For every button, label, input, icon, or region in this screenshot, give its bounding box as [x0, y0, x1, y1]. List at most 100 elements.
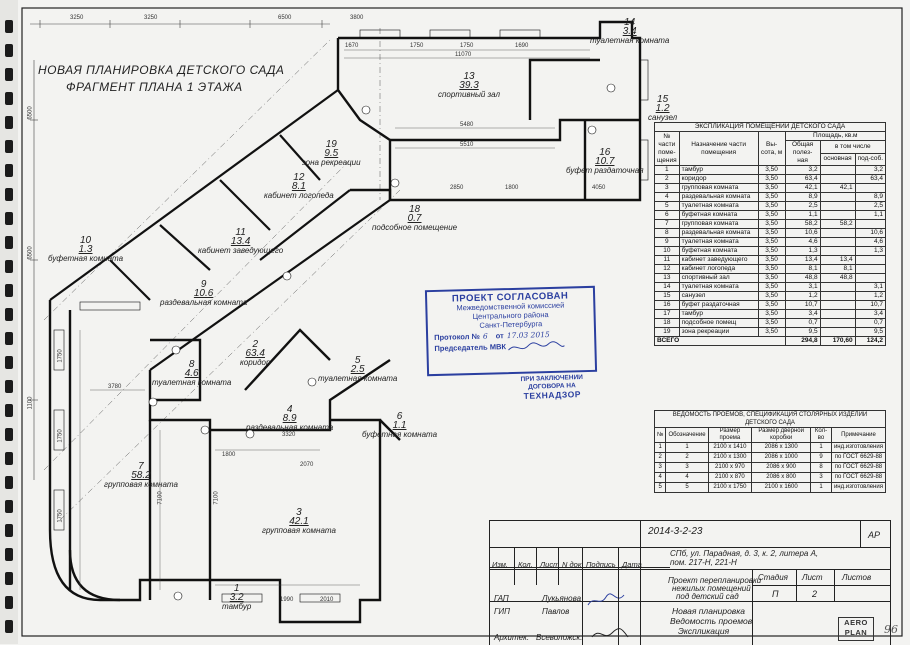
table-cell: 16: [654, 300, 680, 310]
stage-label: Стадия: [758, 573, 788, 582]
total-main: 170,60: [819, 336, 856, 346]
table-cell: 2100 х 970: [707, 462, 753, 473]
table-cell: [819, 300, 856, 310]
table-cell: 3,50: [757, 210, 786, 220]
project-line-1: Проект перепланировки: [668, 576, 762, 585]
table-cell: 2100 х 1600: [751, 482, 812, 493]
table-cell: 58,2: [784, 219, 821, 229]
dimension: 4050: [592, 185, 606, 191]
dimension: 1800: [222, 452, 236, 458]
table-cell: 3,1: [784, 282, 821, 292]
table-cell: [819, 318, 856, 328]
binding-hole: [5, 356, 13, 369]
col-izm: Изм.: [492, 560, 508, 569]
header-num: № части поме-щения: [654, 131, 680, 166]
table-cell: по ГОСТ 6629-88: [830, 452, 887, 463]
binding-hole: [5, 596, 13, 609]
table-cell: по ГОСТ 6629-88: [830, 472, 887, 483]
left-dim: 6500: [27, 106, 34, 120]
table-cell: 19: [654, 327, 680, 337]
plan-title-2: ФРАГМЕНТ ПЛАНА 1 ЭТАЖА: [66, 80, 243, 94]
table-cell: 2: [665, 452, 709, 463]
binding-hole: [5, 92, 13, 105]
table-cell: 10,6: [784, 228, 821, 238]
table-cell: 1: [665, 442, 709, 453]
table-cell: 48,8: [784, 273, 821, 283]
table-cell: 12: [654, 264, 680, 274]
dimension: 1750: [57, 349, 64, 363]
table-cell: 2086 х 800: [751, 472, 812, 483]
table-cell: 3,50: [757, 183, 786, 193]
table-cell: 2086 х 1000: [751, 452, 812, 463]
top-dim: 6500: [278, 15, 292, 21]
table-cell: буфетная комната: [678, 246, 759, 256]
table-cell: 63,4: [854, 174, 887, 184]
table-cell: 3,50: [757, 219, 786, 229]
table-cell: 8,1: [784, 264, 821, 274]
table-cell: 1: [653, 442, 667, 453]
arch-name: Всеволожск.: [536, 633, 583, 642]
binding-hole: [5, 284, 13, 297]
table-cell: 1,2: [784, 291, 821, 301]
table-cell: 2100 х 870: [707, 472, 753, 483]
table-cell: 3,50: [757, 273, 786, 283]
header-incl: в том числе: [819, 140, 887, 154]
table-cell: 10,7: [854, 300, 887, 310]
address-line-2: пом. 217-Н, 221-Н: [670, 558, 737, 567]
header-total: Общая полез-ная: [784, 140, 821, 166]
table-cell: 58,2: [819, 219, 856, 229]
col-data: Дата: [622, 560, 642, 569]
table-cell: [819, 327, 856, 337]
table-cell: 1: [810, 482, 832, 493]
total-area: 294,8: [784, 336, 821, 346]
table-cell: групповая комната: [678, 219, 759, 229]
stamp-from-label: от: [495, 331, 504, 341]
binding-hole: [5, 452, 13, 465]
col-ndok: N док: [562, 560, 582, 569]
binding-hole: [5, 260, 13, 273]
gap-label: ГАП: [494, 594, 509, 603]
header-main: основная: [819, 152, 856, 166]
table-cell: 3,50: [757, 201, 786, 211]
table-cell: 3: [665, 462, 709, 473]
table-cell: туалетная комната: [678, 201, 759, 211]
dimension: 7100: [157, 491, 164, 505]
table-cell: 2,5: [854, 201, 887, 211]
dimension: 7100: [213, 491, 220, 505]
table-cell: 9: [654, 237, 680, 247]
list-number: 2: [812, 589, 818, 599]
table-header: Кол-во: [810, 427, 832, 443]
openings-schedule-table: ВЕДОМОСТЬ ПРОЕМОВ, СПЕЦИФИКАЦИЯ СТОЛЯРНЫ…: [653, 410, 887, 493]
table-cell: [819, 210, 856, 220]
table-cell: 3,4: [854, 309, 887, 319]
header-height: Вы-сота, м: [757, 131, 786, 166]
table-cell: по ГОСТ 6629-88: [830, 462, 887, 473]
table-cell: 1,3: [854, 246, 887, 256]
table-header: Размер проема: [707, 427, 753, 443]
table-cell: буфетная комната: [678, 210, 759, 220]
top-dim: 3250: [70, 15, 84, 21]
table-cell: 0,7: [784, 318, 821, 328]
table-cell: 48,8: [819, 273, 856, 283]
dimension: 1990: [280, 597, 294, 603]
explication-title: ЭКСПЛИКАЦИЯ ПОМЕЩЕНИЙ ДЕТСКОГО САДА: [654, 122, 886, 132]
table-header: Размер дверной коробки: [751, 427, 812, 443]
lists-label: Листов: [842, 573, 872, 582]
table-cell: инд.изготовления: [830, 442, 887, 453]
dimension: 11070: [455, 52, 472, 58]
dimension: 2010: [320, 597, 334, 603]
